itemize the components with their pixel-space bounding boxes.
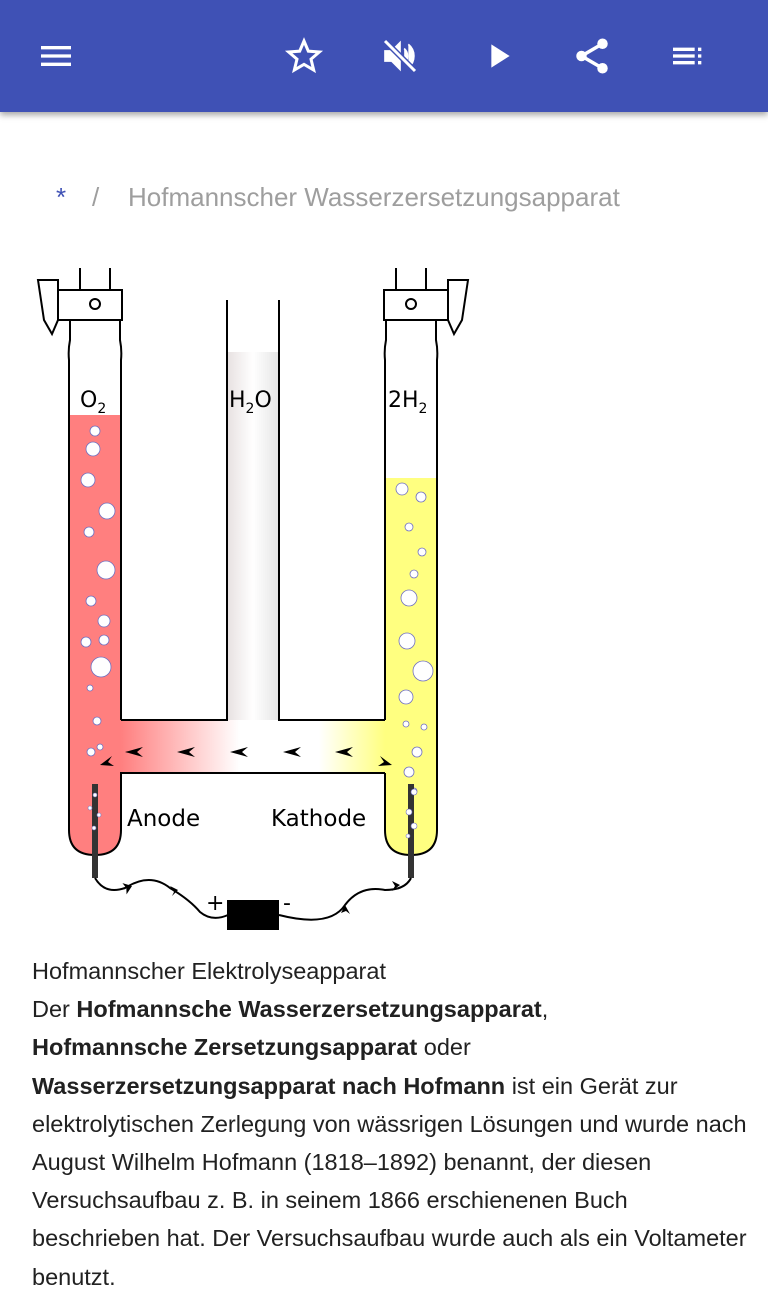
label-2h2: 2H — [388, 388, 419, 413]
label-minus: - — [283, 891, 291, 916]
article-content: Hofmannscher Elektrolyseapparat Der Hofm… — [32, 952, 752, 1296]
article-paragraph: Der Hofmannsche Wasserzersetzungsapparat… — [32, 996, 747, 1290]
term-2: Hofmannsche Zersetzungsapparat — [32, 1034, 418, 1061]
water-column — [228, 352, 278, 722]
bookmark-button[interactable] — [280, 32, 328, 80]
menu-button[interactable] — [32, 32, 80, 80]
cathode-electrode — [408, 784, 414, 878]
app-bar — [0, 0, 768, 112]
play-button[interactable] — [474, 32, 522, 80]
svg-text:2H2: 2H2 — [388, 388, 427, 417]
volume-off-icon — [382, 38, 418, 74]
term-3: Wasserzersetzungsapparat nach Hofmann — [32, 1072, 506, 1099]
breadcrumb-separator: / — [92, 182, 100, 212]
label-anode: Anode — [127, 806, 200, 832]
image-caption: Hofmannscher Elektrolyseapparat — [32, 958, 386, 984]
label-kathode: Kathode — [271, 806, 366, 832]
svg-text:O2: O2 — [80, 388, 106, 417]
star-icon — [284, 37, 324, 74]
playlist-icon — [673, 47, 702, 65]
svg-text:H2O: H2O — [229, 388, 272, 417]
anode-electrode — [92, 784, 98, 878]
hofmann-apparatus-diagram: O2 H2O 2H2 Anode Kathode + - — [36, 268, 470, 930]
flow-arrows — [100, 747, 392, 766]
label-h2o: H — [229, 388, 246, 413]
label-plus: + — [206, 891, 224, 916]
share-button[interactable] — [568, 32, 616, 80]
battery — [227, 900, 279, 930]
breadcrumb-current: Hofmannscher Wasserzersetzungsapparat — [128, 182, 620, 212]
label-o2: O — [80, 388, 97, 413]
mute-button[interactable] — [376, 32, 424, 80]
term-1: Hofmannsche Wasserzersetzungsapparat — [76, 996, 542, 1023]
share-icon — [576, 38, 608, 74]
menu-icon — [41, 46, 71, 66]
connector-liquid — [121, 720, 385, 773]
playlist-button[interactable] — [664, 32, 712, 80]
breadcrumb-root-link[interactable]: * — [56, 182, 67, 212]
wire — [94, 877, 412, 921]
play-icon — [491, 44, 510, 68]
bubbles — [80, 425, 434, 795]
